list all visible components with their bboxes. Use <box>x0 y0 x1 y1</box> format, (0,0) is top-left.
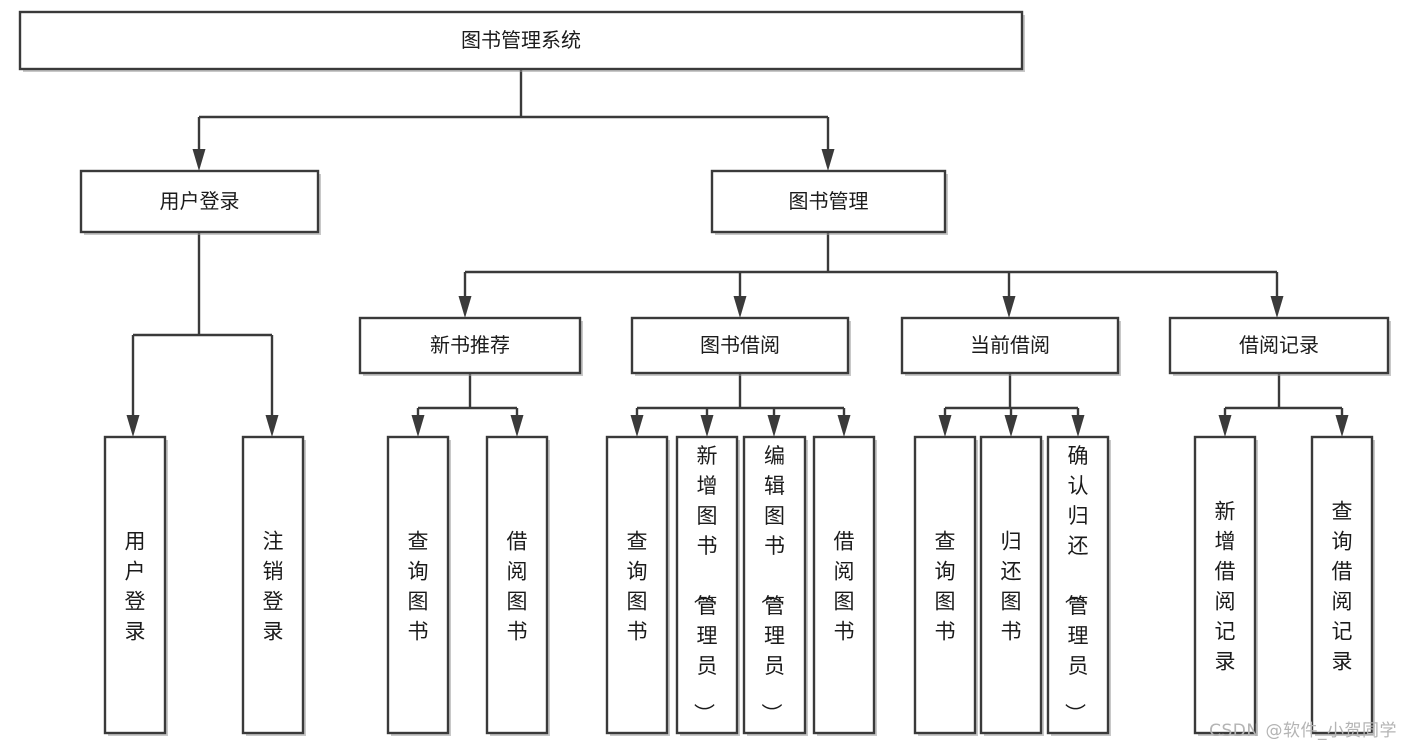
arrow-head-icon <box>837 415 851 437</box>
node-leaf-add-book[interactable]: 新增图书（管理员） <box>675 435 740 736</box>
node-rect[interactable] <box>742 435 807 735</box>
node-leaf-add-borrow-record[interactable]: 新增借阅记录 <box>1193 435 1258 736</box>
node-user-login[interactable]: 用户登录 <box>79 169 321 235</box>
connector-borrow-record <box>1218 373 1349 437</box>
node-rect[interactable] <box>900 316 1120 375</box>
node-label: 新书推荐 <box>430 333 510 357</box>
arrow-head-icon <box>192 149 206 171</box>
node-rect[interactable] <box>913 435 977 735</box>
connector-book-manage <box>458 232 1284 318</box>
node-label: 用户登录 <box>160 189 240 213</box>
node-label: 新增借阅记录 <box>1215 499 1236 673</box>
node-label: 归还图书 <box>1001 529 1022 643</box>
arrow-head-icon <box>821 149 835 171</box>
node-leaf-return-book[interactable]: 归还图书 <box>979 435 1044 736</box>
node-label: 借阅图书 <box>507 529 528 643</box>
arrow-head-icon <box>767 415 781 437</box>
node-rect[interactable] <box>630 316 850 375</box>
node-rect[interactable] <box>386 435 450 735</box>
node-leaf-query-book-current[interactable]: 查询图书 <box>913 435 978 736</box>
node-label: 当前借阅 <box>970 333 1050 357</box>
node-leaf-edit-book[interactable]: 编辑图书（管理员） <box>742 435 808 736</box>
node-rect[interactable] <box>1310 435 1374 735</box>
connector-new-book-recommend <box>411 373 524 437</box>
node-rect[interactable] <box>605 435 669 735</box>
arrow-head-icon <box>1004 415 1018 437</box>
node-label: 借阅记录 <box>1239 333 1319 357</box>
arrow-head-icon <box>411 415 425 437</box>
node-label: 图书管理 <box>789 189 869 213</box>
node-rect[interactable] <box>1168 316 1390 375</box>
node-borrow-record[interactable]: 借阅记录 <box>1168 316 1391 376</box>
node-root[interactable]: 图书管理系统 <box>18 10 1025 72</box>
node-rect[interactable] <box>1193 435 1257 735</box>
node-leaf-user-login[interactable]: 用户登录 <box>103 435 168 736</box>
connector-root <box>192 69 835 171</box>
arrow-head-icon <box>1218 415 1232 437</box>
node-label: 编辑图书（管理员） <box>759 444 785 724</box>
node-book-manage[interactable]: 图书管理 <box>710 169 948 235</box>
node-label: 图书借阅 <box>700 333 780 357</box>
node-current-borrow[interactable]: 当前借阅 <box>900 316 1121 376</box>
node-label: 借阅图书 <box>834 529 855 643</box>
node-leaf-borrow-book[interactable]: 借阅图书 <box>812 435 877 736</box>
node-leaf-confirm-return[interactable]: 确认归还（管理员） <box>1046 435 1111 736</box>
arrow-head-icon <box>1002 296 1016 318</box>
node-rect[interactable] <box>675 435 739 735</box>
node-leaf-query-borrow-record[interactable]: 查询借阅记录 <box>1310 435 1375 736</box>
arrow-head-icon <box>265 415 279 437</box>
arrow-head-icon <box>938 415 952 437</box>
arrow-head-icon <box>510 415 524 437</box>
node-rect[interactable] <box>485 435 549 735</box>
node-leaf-query-book-borrow[interactable]: 查询图书 <box>605 435 670 736</box>
arrow-head-icon <box>1071 415 1085 437</box>
node-label: 查询图书 <box>935 529 956 643</box>
node-rect[interactable] <box>18 10 1024 71</box>
arrow-head-icon <box>700 415 714 437</box>
node-rect[interactable] <box>103 435 167 735</box>
connector-layer <box>126 69 1349 437</box>
node-label: 图书管理系统 <box>461 28 581 52</box>
node-label: 新增图书（管理员） <box>692 444 718 724</box>
node-book-borrow[interactable]: 图书借阅 <box>630 316 851 376</box>
node-rect[interactable] <box>79 169 320 234</box>
connector-user-login <box>126 232 279 437</box>
connector-current-borrow <box>938 373 1085 437</box>
node-rect[interactable] <box>241 435 305 735</box>
arrow-head-icon <box>458 296 472 318</box>
node-leaf-borrow-book-new[interactable]: 借阅图书 <box>485 435 550 736</box>
arrow-head-icon <box>126 415 140 437</box>
arrow-head-icon <box>733 296 747 318</box>
node-new-book-recommend[interactable]: 新书推荐 <box>358 316 583 376</box>
node-label: 查询图书 <box>627 529 648 643</box>
node-label: 确认归还（管理员） <box>1063 444 1089 724</box>
node-leaf-query-book-new[interactable]: 查询图书 <box>386 435 451 736</box>
node-label: 查询图书 <box>408 529 429 643</box>
node-rect[interactable] <box>1046 435 1110 735</box>
node-rect[interactable] <box>710 169 947 234</box>
node-label: 查询借阅记录 <box>1332 499 1353 673</box>
arrow-head-icon <box>1335 415 1349 437</box>
node-leaf-user-logout[interactable]: 注销登录 <box>241 435 306 736</box>
node-rect[interactable] <box>979 435 1043 735</box>
node-rect[interactable] <box>358 316 582 375</box>
connector-book-borrow <box>630 373 851 437</box>
node-label: 用户登录 <box>125 529 146 643</box>
node-layer: 图书管理系统用户登录图书管理新书推荐图书借阅当前借阅借阅记录用户登录注销登录查询… <box>18 10 1391 736</box>
arrow-head-icon <box>1270 296 1284 318</box>
arrow-head-icon <box>630 415 644 437</box>
node-rect[interactable] <box>812 435 876 735</box>
node-label: 注销登录 <box>263 529 284 643</box>
